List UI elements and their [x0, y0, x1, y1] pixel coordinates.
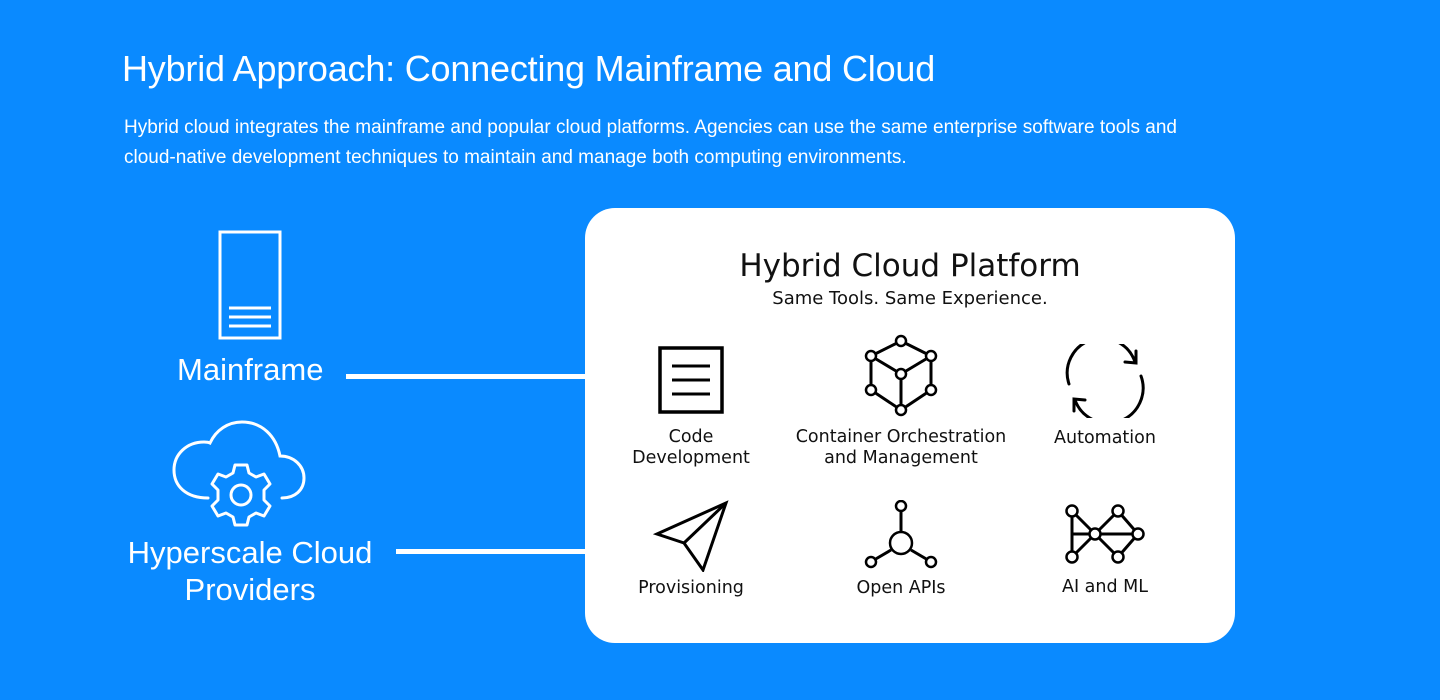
hyperscale-cloud-label: Hyperscale Cloud Providers — [127, 535, 373, 607]
feature-label: Automation — [1054, 428, 1156, 448]
feature-label: Container Orchestration and Management — [795, 427, 1007, 468]
feature-automation: Automation — [985, 344, 1225, 449]
feature-label: Code Development — [632, 427, 750, 468]
feature-container-orchestration: Container Orchestration and Management — [781, 334, 1021, 469]
cloud-gear-icon — [170, 420, 306, 530]
feature-label: AI and ML — [1061, 577, 1149, 597]
feature-open-apis: Open APIs — [781, 500, 1021, 599]
feature-label: Provisioning — [638, 578, 744, 598]
cloud-connector-line — [396, 549, 590, 554]
mainframe-server-icon — [218, 230, 282, 340]
platform-title: Hybrid Cloud Platform — [739, 248, 1081, 284]
feature-code-development: Code Development — [571, 346, 811, 469]
document-lines-icon — [571, 346, 811, 414]
feature-ai-and-ml: AI and ML — [985, 500, 1225, 598]
hybrid-cloud-platform-card: Hybrid Cloud Platform Same Tools. Same E… — [585, 208, 1235, 643]
container-cube-icon — [781, 334, 1021, 418]
mainframe-connector-line — [346, 374, 590, 379]
mainframe-label: Mainframe — [177, 352, 324, 387]
paper-plane-icon — [571, 500, 811, 572]
neural-network-icon — [985, 500, 1225, 566]
page-description: Hybrid cloud integrates the mainframe an… — [124, 117, 1177, 168]
feature-provisioning: Provisioning — [571, 500, 811, 599]
page-title: Hybrid Approach: Connecting Mainframe an… — [122, 48, 936, 89]
api-hub-icon — [781, 500, 1021, 572]
feature-label: Open APIs — [856, 578, 946, 598]
platform-subtitle: Same Tools. Same Experience. — [772, 288, 1048, 309]
cycle-arrows-icon — [985, 344, 1225, 418]
